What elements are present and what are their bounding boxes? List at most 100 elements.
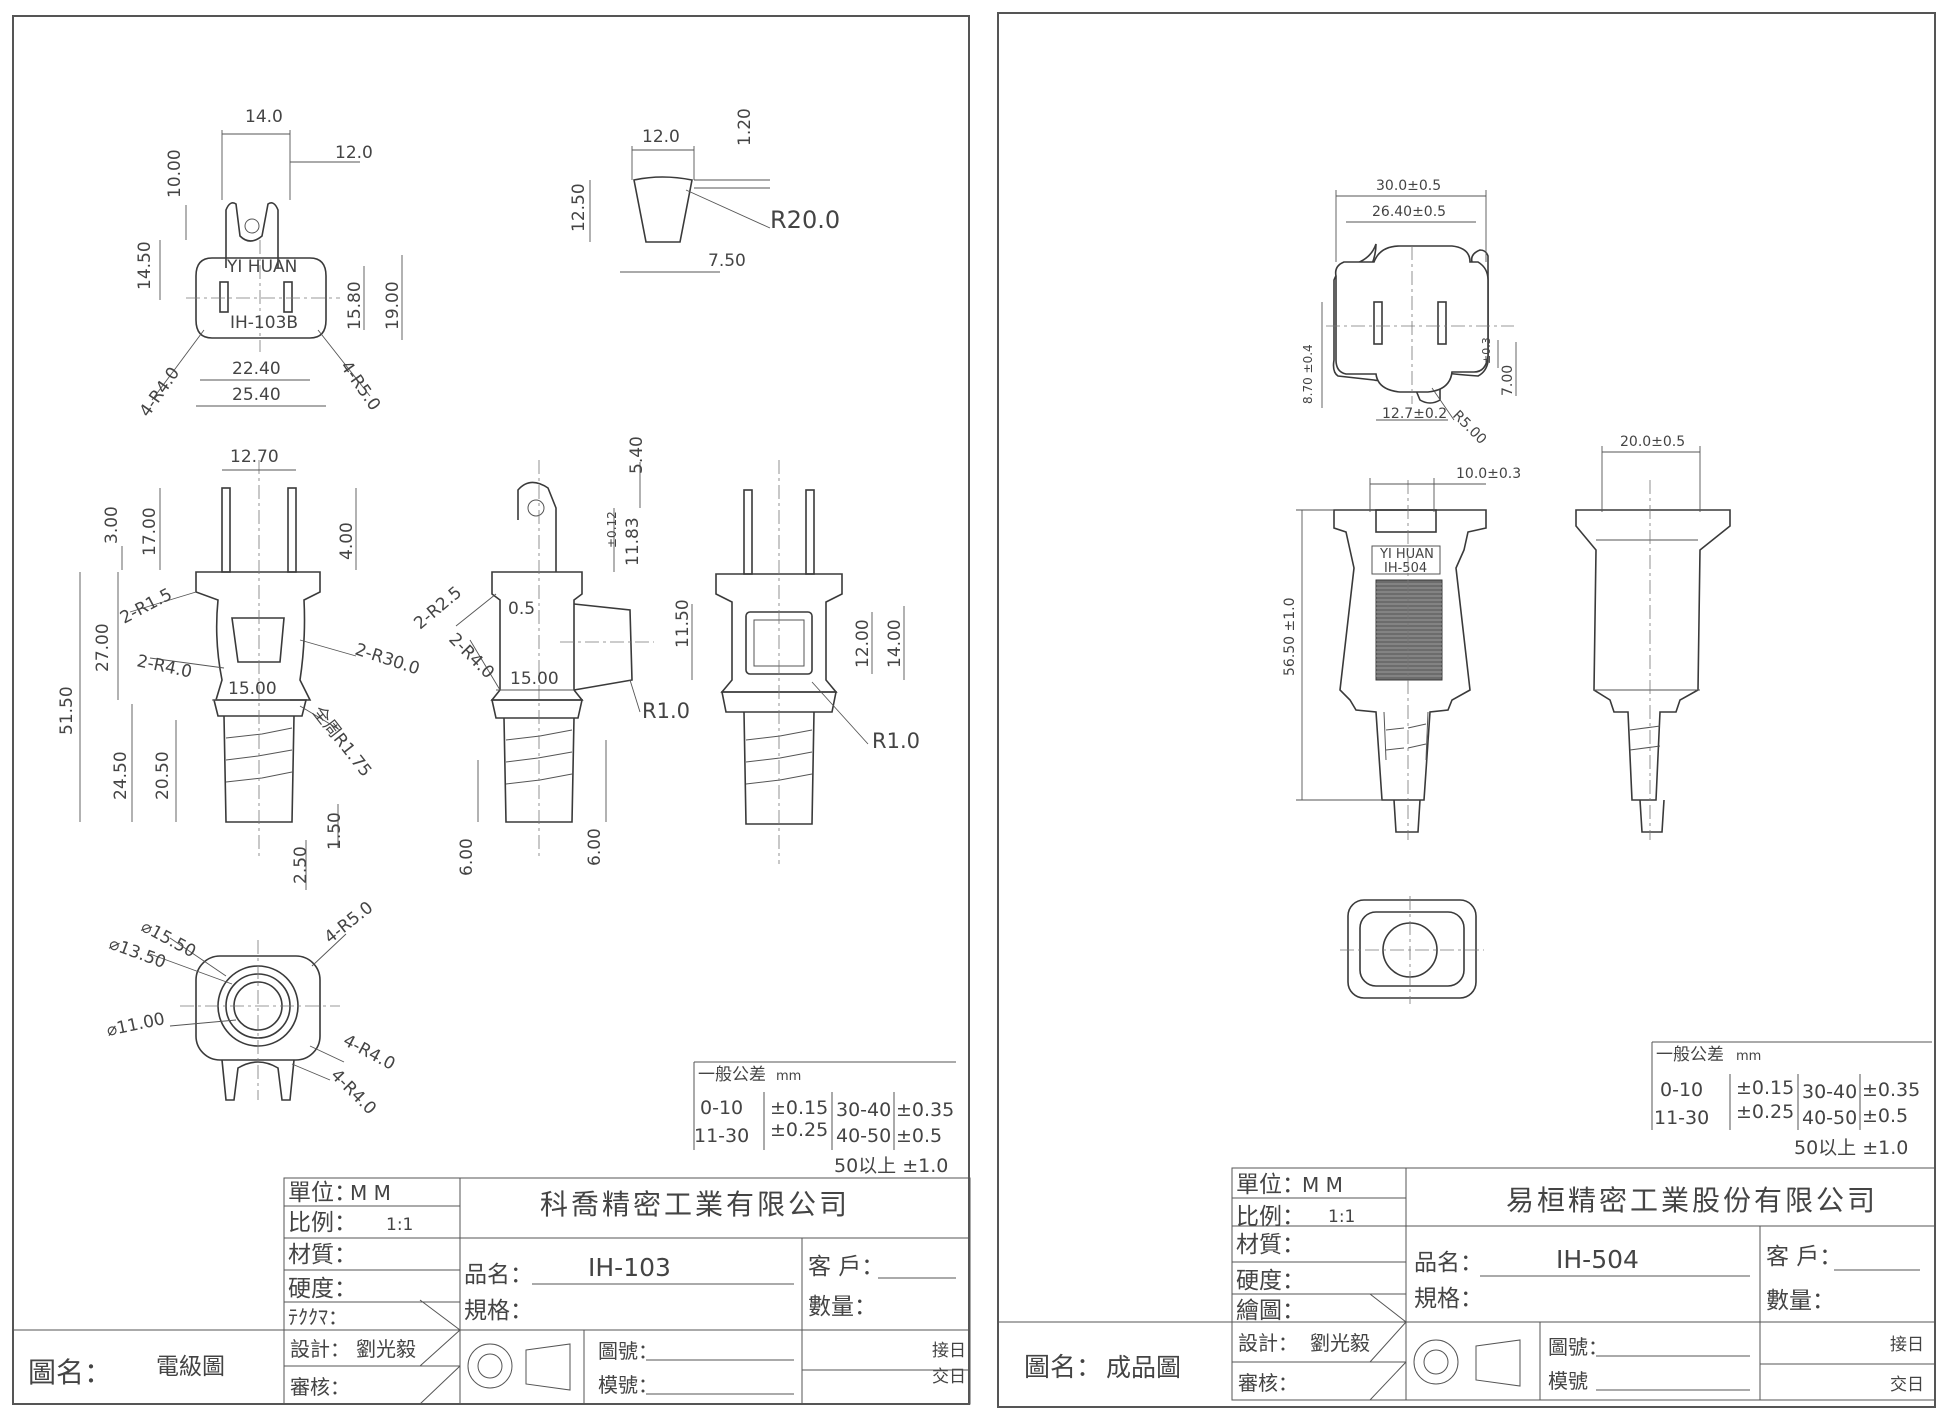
tb2-unit-value: M M <box>1302 1173 1343 1197</box>
side-dim-d: 0.5 <box>508 599 535 619</box>
bottom-dim-r3: 4-R4.0 <box>326 1065 380 1119</box>
tb2-scale-value: 1:1 <box>1328 1207 1355 1227</box>
side-dim-b: ±0.12 <box>605 511 619 548</box>
side-dim-g: 6.00 <box>457 838 477 876</box>
tb2-receive-label: 接日 <box>1890 1335 1924 1355</box>
s2-top-dim-b: 26.40±0.5 <box>1372 204 1446 220</box>
tb1-product-label: 品名： <box>464 1262 533 1288</box>
sheet1-back-view: 12.00 14.00 R1.0 <box>715 460 920 864</box>
dim-4r4: 4-R4.0 <box>136 364 184 421</box>
tol-r0c2: 30-40 <box>836 1099 891 1121</box>
front-dim-c: 4.00 <box>337 522 357 560</box>
front-dim-a: 3.00 <box>102 506 122 544</box>
s2-side-dim-a: 20.0±0.5 <box>1620 434 1685 450</box>
section-dim-t: 1.20 <box>735 108 755 146</box>
sheet-2: 30.0±0.5 26.40±0.5 8.70 ±0.4 12.7±0.2 R5… <box>997 12 1936 1408</box>
dim-2240: 22.40 <box>232 359 281 379</box>
back-dim-a: 12.00 <box>853 619 873 668</box>
front-dim-r3: 2-R30.0 <box>352 640 422 680</box>
tol-over: 50以上 ±1.0 <box>834 1155 948 1177</box>
tb1-extra-label: ﾃｸｸﾏ： <box>288 1305 348 1329</box>
sheet2-top-view: 30.0±0.5 26.40±0.5 8.70 ±0.4 12.7±0.2 R5… <box>1301 178 1517 448</box>
dim-1580: 15.80 <box>345 281 365 330</box>
tb1-scale-value: 1:1 <box>386 1215 413 1235</box>
dim-12: 12.0 <box>335 143 373 163</box>
tol-title: 一般公差 <box>698 1065 766 1085</box>
tb1-receive-label: 接日 <box>932 1341 966 1361</box>
sheet2-front-view: YI HUAN IH-504 10.0±0.3 56.50 ±1.0 <box>1282 466 1521 840</box>
tb2-scale-label: 比例： <box>1236 1204 1305 1230</box>
dim-10: 10.00 <box>165 149 185 198</box>
s2-tol-r1c2: 40-50 <box>1802 1107 1857 1129</box>
tb1-unit-label: 單位： <box>288 1180 357 1206</box>
tb1-scale-label: 比例： <box>288 1210 357 1236</box>
s2-grip-hatch <box>1375 579 1443 681</box>
dim-14: 14.0 <box>245 107 283 127</box>
s2-tol-r1c1: ±0.25 <box>1736 1101 1794 1123</box>
sheet2-side-view: 20.0±0.5 <box>1575 434 1731 840</box>
s2-tol-over: 50以上 ±1.0 <box>1794 1137 1908 1159</box>
tb2-drawing-name-label: 圖名： <box>1024 1353 1102 1383</box>
top-view-model: IH-103B <box>230 313 298 333</box>
tb2-material-label: 材質： <box>1236 1232 1305 1258</box>
tb1-designer: 劉光毅 <box>356 1337 416 1361</box>
tb2-drawing-no-label: 圖號： <box>1548 1335 1608 1359</box>
sheet1-side-view: 5.40 ±0.12 11.83 0.5 11.50 15.00 6.00 6.… <box>410 436 693 876</box>
tb1-drawing-no-label: 圖號： <box>598 1339 658 1363</box>
tb1-company: 科喬精密工業有限公司 <box>540 1188 850 1221</box>
tb1-drawing-name-label: 圖名： <box>28 1356 112 1389</box>
tb1-mold-no-label: 模號： <box>598 1373 658 1397</box>
s2-front-model: IH-504 <box>1384 561 1427 576</box>
s2-tol-r1c3: ±0.5 <box>1862 1105 1908 1127</box>
tb2-projection-symbol <box>1413 1339 1459 1385</box>
tol-r0c1: ±0.15 <box>770 1097 828 1119</box>
tol-r1c1: ±0.25 <box>770 1119 828 1141</box>
side-dim-a: 5.40 <box>627 436 647 474</box>
dim-4r5: 4-R5.0 <box>336 357 384 414</box>
s2-tol-r0c3: ±0.35 <box>1862 1079 1920 1101</box>
section-dim-b: 7.50 <box>708 251 746 271</box>
tb2-deliver-label: 交日 <box>1890 1375 1924 1395</box>
front-dim-e: 51.50 <box>57 686 77 735</box>
tol-unit: mm <box>776 1069 801 1084</box>
back-dim-r: R1.0 <box>872 729 920 753</box>
back-dim-b: 14.00 <box>885 619 905 668</box>
sheet-1: YI HUAN IH-103B 14.0 12.0 10.00 14.50 15… <box>12 15 971 1405</box>
sheet1-front-view: 12.70 3.00 17.00 4.00 27.00 51.50 24.50 … <box>57 447 422 890</box>
side-dim-c: 11.83 <box>623 517 643 566</box>
bottom-dim-c: ⌀11.00 <box>105 1009 167 1041</box>
tol-r0c0: 0-10 <box>700 1097 743 1119</box>
tb2-spec-label: 規格： <box>1414 1286 1483 1312</box>
tol-r1c0: 11-30 <box>694 1125 749 1147</box>
tb2-customer-label: 客 戶： <box>1766 1244 1842 1270</box>
s2-top-dim-c: 8.70 ±0.4 <box>1301 344 1315 404</box>
tb1-spec-label: 規格： <box>464 1298 533 1324</box>
tb1-deliver-label: 交日 <box>932 1367 966 1387</box>
sheet2-bottom-view <box>1340 896 1484 1004</box>
tb2-design-label: 設計： <box>1238 1331 1298 1355</box>
s2-top-dim-a: 30.0±0.5 <box>1376 178 1441 194</box>
tb2-product-label: 品名： <box>1414 1250 1483 1276</box>
section-dim-w: 12.0 <box>642 127 680 147</box>
s2-tol-unit: mm <box>1736 1049 1761 1064</box>
s2-tol-title: 一般公差 <box>1656 1045 1724 1065</box>
section-dim-r: R20.0 <box>770 206 840 234</box>
front-dim-i: 2.50 <box>291 846 311 884</box>
front-dim-j: 15.00 <box>228 679 277 699</box>
s2-top-dim-g: 7.00 <box>1500 365 1516 396</box>
s2-tol-r0c0: 0-10 <box>1660 1079 1703 1101</box>
tb2-unit-label: 單位： <box>1236 1172 1305 1198</box>
front-dim-b: 17.00 <box>140 507 160 556</box>
sheet1-top-view: YI HUAN IH-103B 14.0 12.0 10.00 14.50 15… <box>135 107 403 421</box>
top-view-brand: YI HUAN <box>226 257 297 277</box>
s2-tol-r0c2: 30-40 <box>1802 1081 1857 1103</box>
tol-r1c2: 40-50 <box>836 1125 891 1147</box>
s2-front-dim-b: 56.50 ±1.0 <box>1282 597 1298 676</box>
sheet1-section-view: 12.0 1.20 12.50 R20.0 7.50 <box>569 108 840 273</box>
tb1-review-label: 審核： <box>290 1375 350 1399</box>
sheet1-bottom-view: ⌀15.50 ⌀13.50 ⌀11.00 4-R5.0 4-R4.0 4-R4.… <box>105 898 398 1119</box>
tb2-product-value: IH-504 <box>1556 1245 1639 1274</box>
tb2-designer: 劉光毅 <box>1310 1331 1370 1355</box>
front-dim-d: 27.00 <box>93 623 113 672</box>
s2-top-dim-e: R5.00 <box>1449 408 1489 448</box>
